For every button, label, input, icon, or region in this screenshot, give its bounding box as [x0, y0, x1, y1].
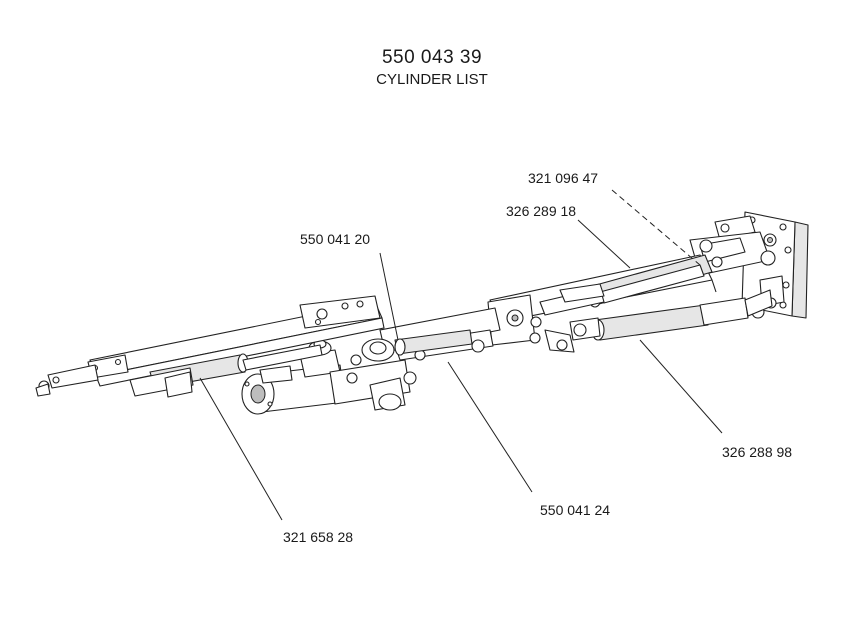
- part-label-550-041-20: 550 041 20: [300, 231, 371, 247]
- leader-line-550-041-20: [379, 252, 399, 341]
- leader-line-321-096-47: [611, 189, 701, 266]
- leader-line-326-289-18: [577, 219, 631, 269]
- cylinder-lower: [569, 289, 773, 341]
- leader-line-321-658-28: [199, 377, 283, 521]
- leader-line-326-288-98: [639, 339, 723, 434]
- drawing-title: 550 043 39: [381, 47, 483, 68]
- drawing-subtitle: CYLINDER LIST: [376, 71, 488, 88]
- leader-lines: [199, 189, 723, 521]
- cylinder-front: [129, 344, 323, 398]
- part-label-326-289-18: 326 289 18: [506, 203, 577, 219]
- slew-motor: [241, 338, 417, 415]
- part-label-321-096-47: 321 096 47: [528, 170, 599, 186]
- part-label-321-658-28: 321 658 28: [283, 529, 354, 545]
- leader-line-550-041-24: [447, 361, 533, 493]
- middle-joint: [487, 283, 605, 353]
- cylinder-mid: [394, 329, 473, 356]
- part-label-550-041-24: 550 041 24: [540, 502, 611, 518]
- part-label-326-288-98: 326 288 98: [722, 444, 793, 460]
